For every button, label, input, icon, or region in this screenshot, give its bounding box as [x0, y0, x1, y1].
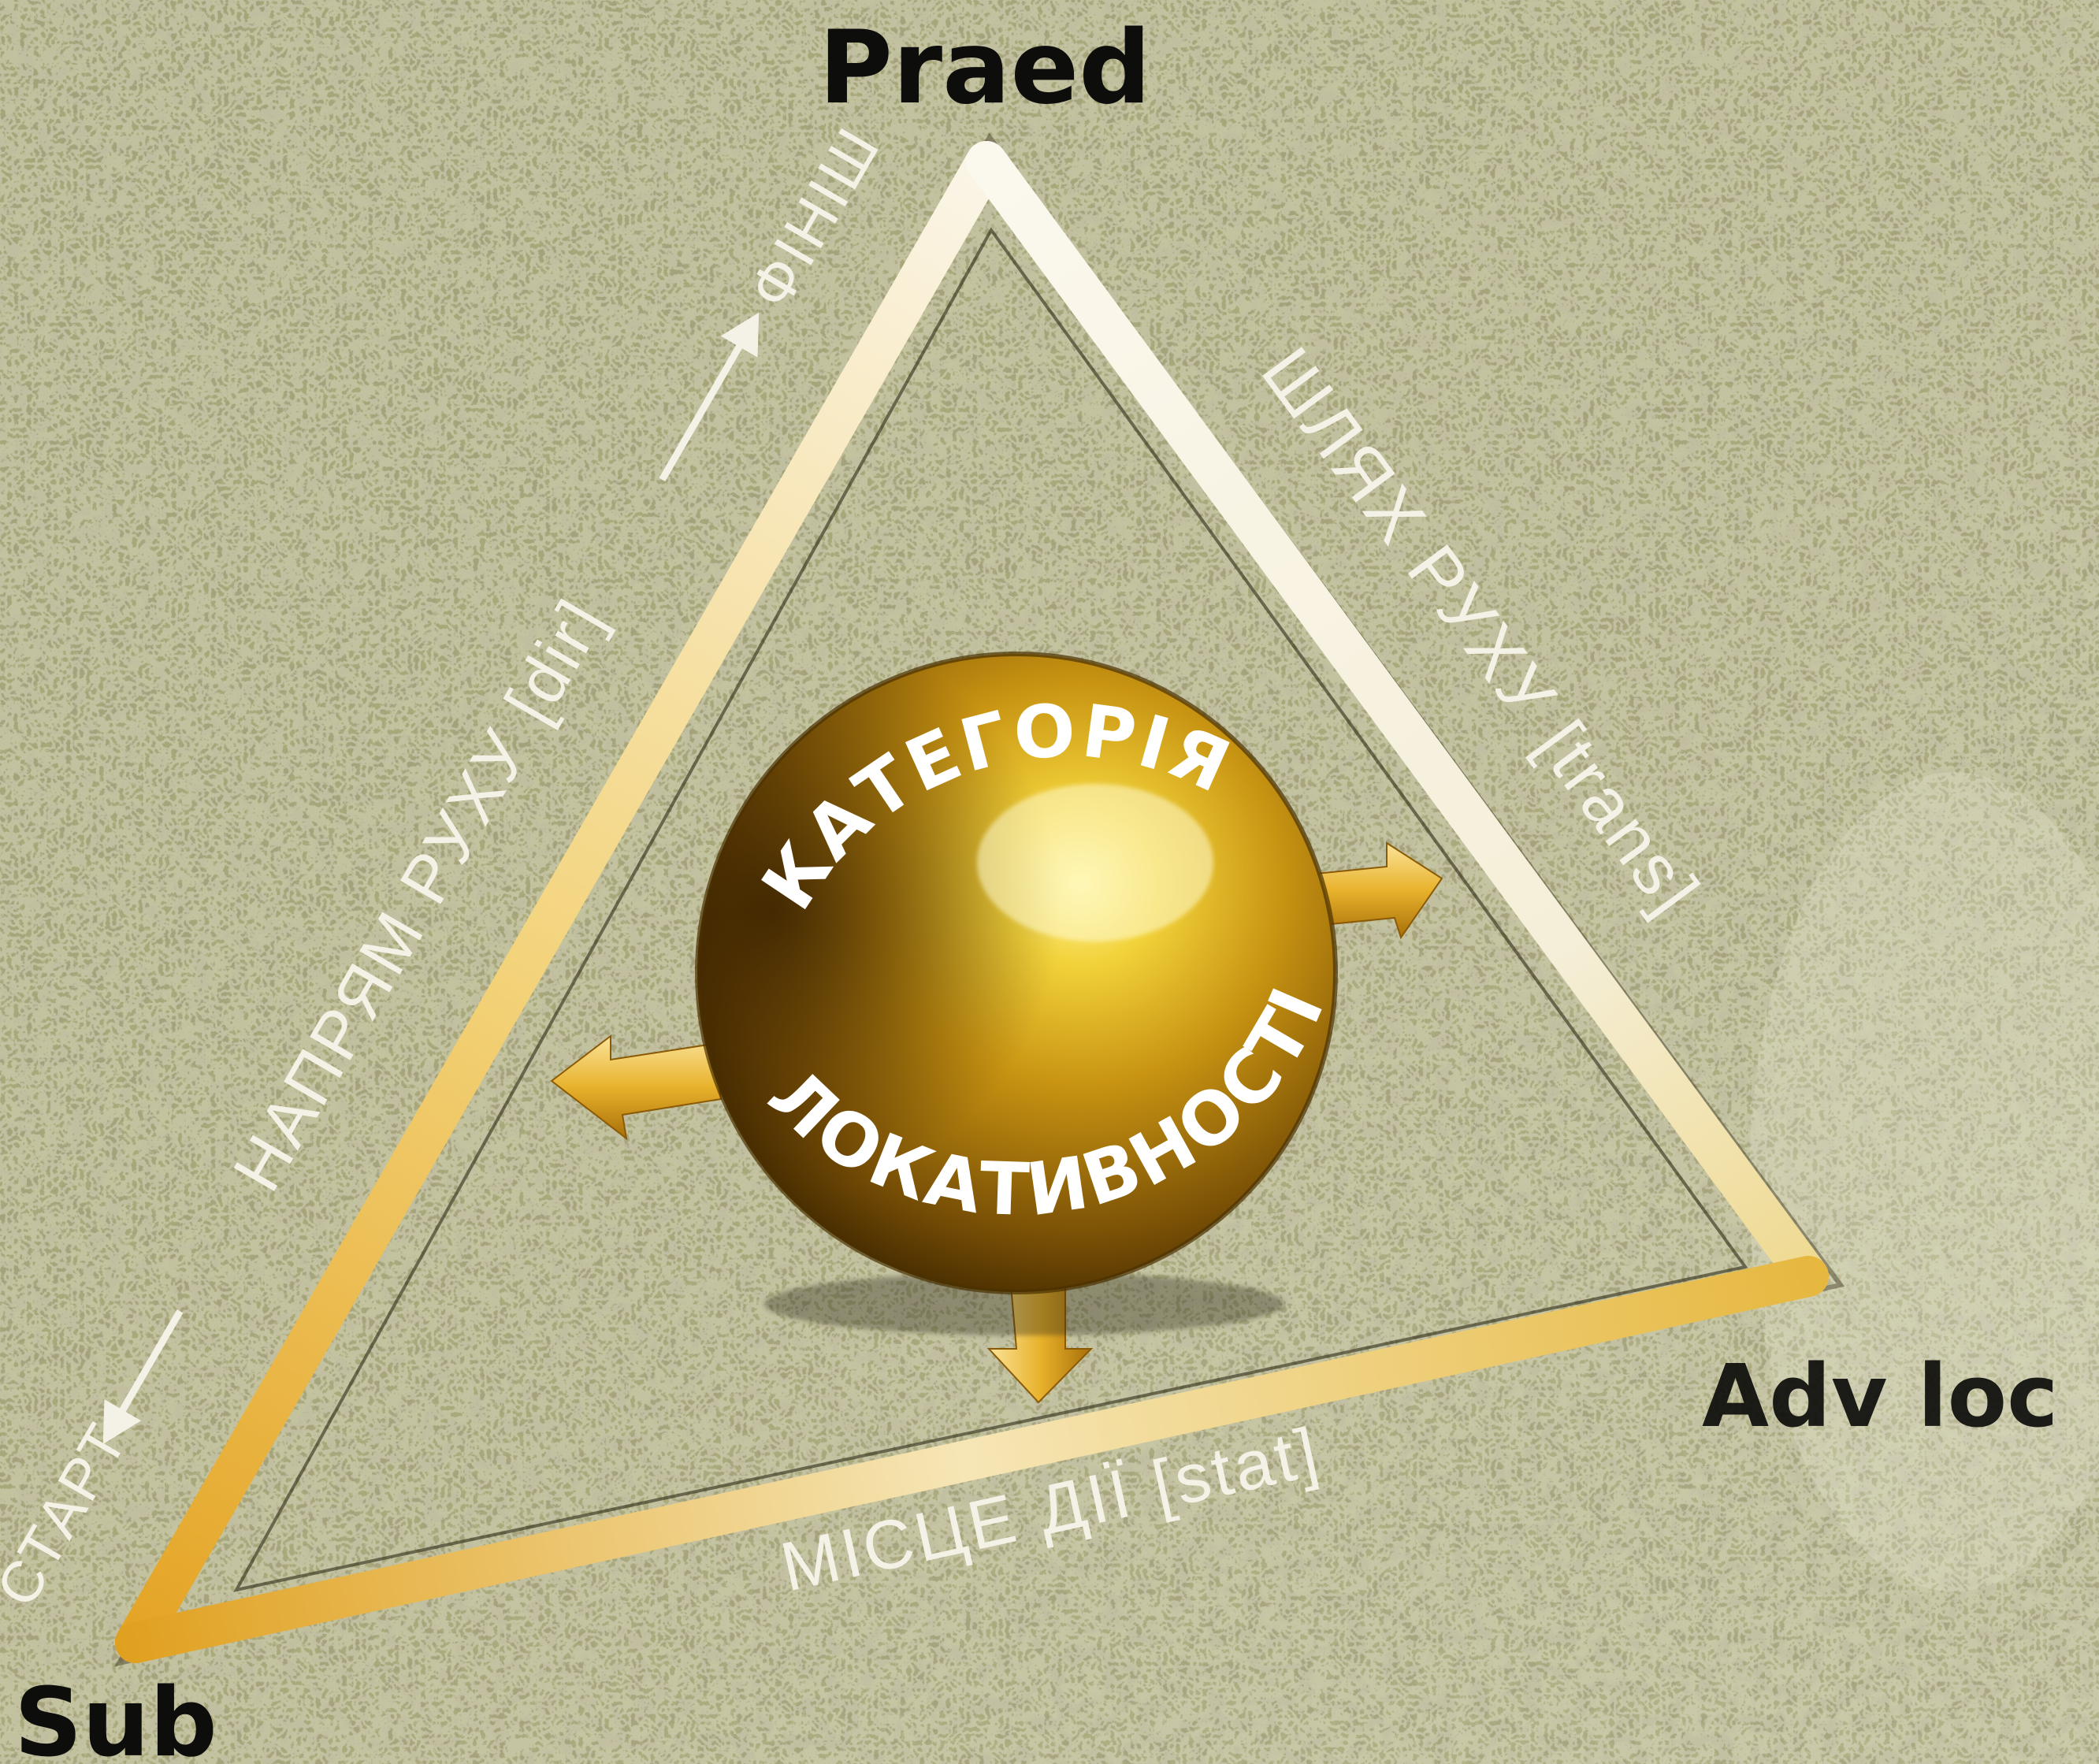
vertex-praed: Praed [819, 9, 1151, 127]
vertex-adv-loc: Adv loc [1702, 1346, 2058, 1446]
vertex-sub: Sub [14, 1669, 217, 1764]
